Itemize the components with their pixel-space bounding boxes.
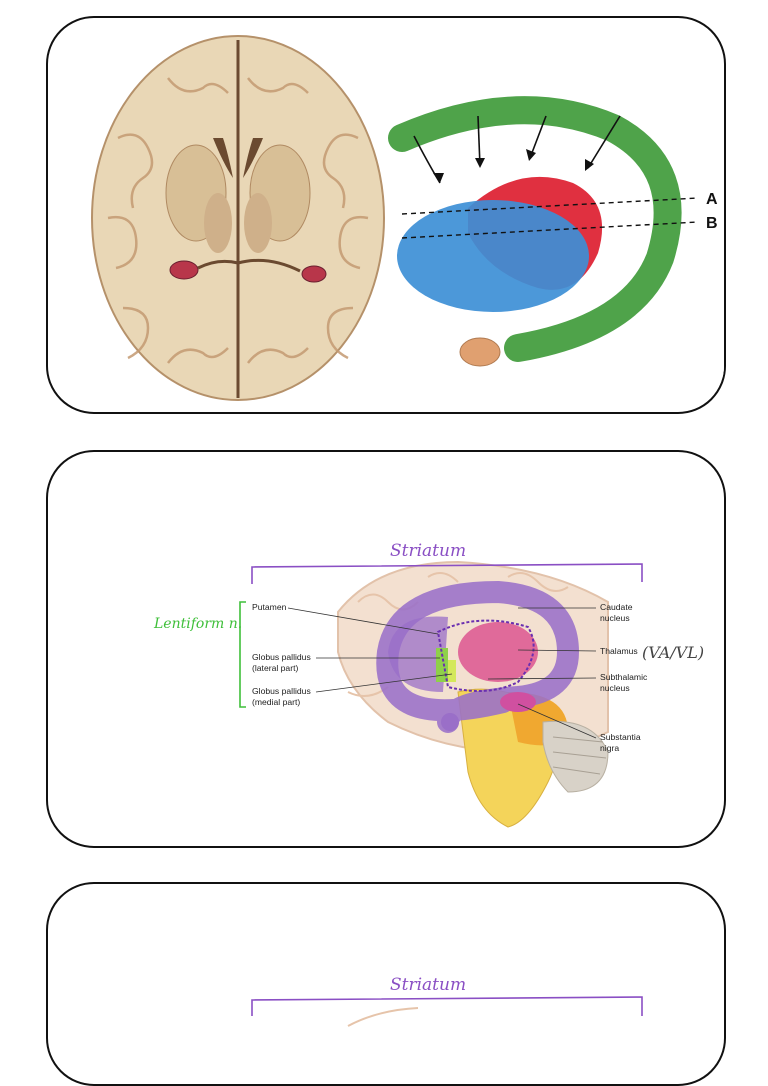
- label-subthalamic-1: Subthalamic: [600, 672, 648, 682]
- diagram-card-lateral-view-repeat: Striatum: [46, 882, 726, 1086]
- label-caudate-1: Caudate: [600, 602, 633, 612]
- label-gp-medial-2: (medial part): [252, 697, 300, 707]
- globus-pallidus-lateral-shape: [436, 648, 448, 682]
- globus-pallidus-medial-shape: [448, 660, 456, 682]
- section-label-b: B: [706, 215, 718, 232]
- striatum-handwritten-label: Striatum: [390, 541, 466, 561]
- lateral-view-figure-repeat: Striatum: [251, 975, 643, 1027]
- substantia-nigra-shape: [500, 692, 536, 712]
- label-gp-lateral-1: Globus pallidus: [252, 652, 311, 662]
- lateral-view-figure: Striatum Lentiform n. Putamen Globus pal…: [153, 541, 704, 828]
- thalamus-shape: [458, 622, 538, 682]
- axial-brain-slice: [91, 35, 385, 401]
- putamen-shape: [388, 616, 448, 692]
- diagram-card-axial-section: A B: [46, 16, 726, 414]
- label-thalamus: Thalamus: [600, 646, 638, 656]
- thalamus-handwritten-note: (VA/VL): [642, 643, 704, 662]
- section-label-a: A: [706, 191, 718, 208]
- label-subthalamic-2: nucleus: [600, 683, 630, 693]
- label-putamen: Putamen: [252, 602, 287, 612]
- label-caudate-2: nucleus: [600, 613, 630, 623]
- caudate-tail-shape: [388, 96, 682, 362]
- lentiform-handwritten-label: Lentiform n.: [153, 616, 242, 632]
- axial-section-figure: A B: [91, 35, 724, 401]
- diagram-card-lateral-view: Striatum Lentiform n. Putamen Globus pal…: [46, 450, 726, 848]
- label-gp-medial-1: Globus pallidus: [252, 686, 311, 696]
- label-substantia-1: Substantia: [600, 732, 641, 742]
- striatum-handwritten-label-repeat: Striatum: [390, 975, 466, 995]
- basal-ganglia-schematic: A B: [388, 78, 724, 378]
- label-substantia-2: nigra: [600, 743, 619, 753]
- amygdala-shape: [459, 337, 501, 367]
- putamen-shape: [397, 200, 589, 312]
- label-gp-lateral-2: (lateral part): [252, 663, 298, 673]
